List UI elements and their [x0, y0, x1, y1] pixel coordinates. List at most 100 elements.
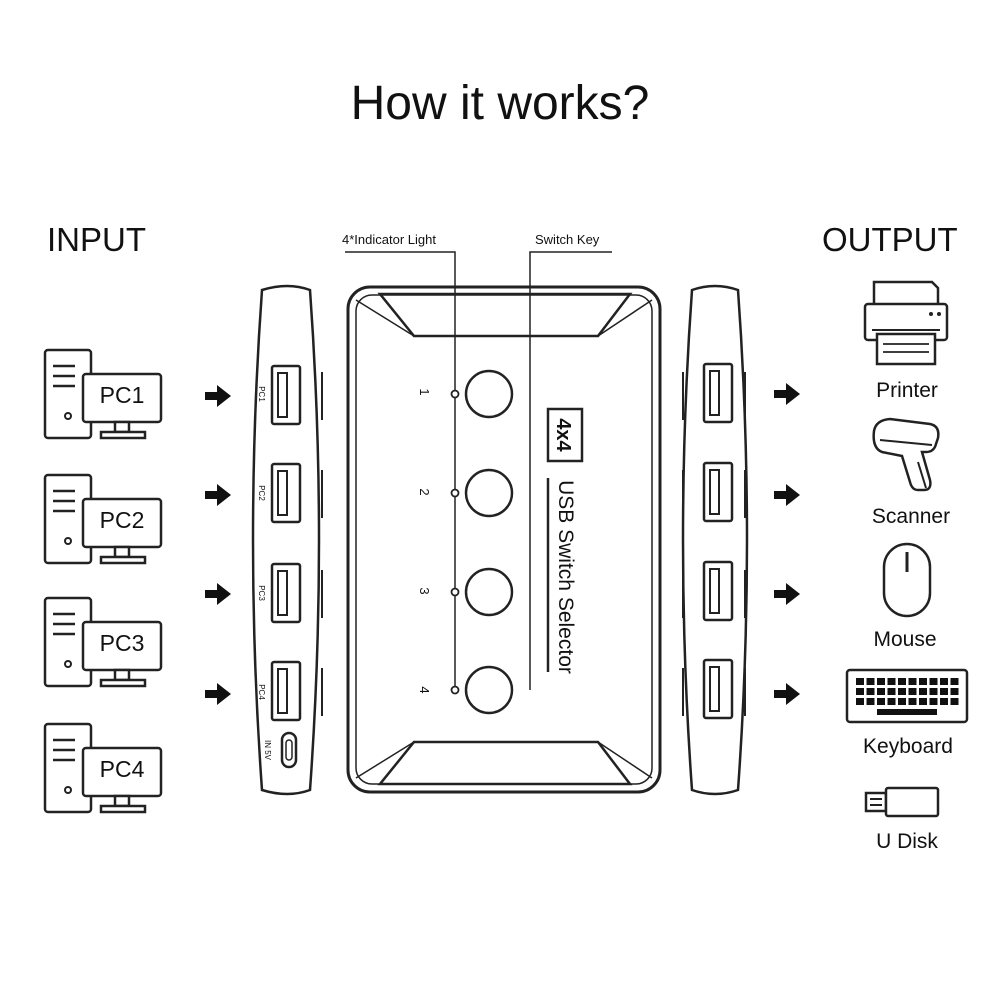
keyboard-key	[866, 698, 875, 705]
keyboard-key	[887, 688, 896, 695]
keyboard-key	[856, 688, 864, 695]
keyboard-key	[919, 678, 927, 685]
usb-port	[702, 362, 734, 424]
pc-item: PC2	[43, 473, 163, 565]
keyboard-key	[929, 678, 938, 685]
indicator-light-callout: 4*Indicator Light	[342, 232, 436, 247]
usb-port	[270, 562, 302, 624]
keyboard-key	[877, 698, 885, 705]
keyboard-spacebar	[877, 709, 937, 715]
pc-label: PC4	[100, 756, 145, 782]
keyboard-key	[940, 698, 948, 705]
device-mouse: Mouse	[873, 542, 937, 651]
power-port-label: IN 5V	[263, 740, 272, 761]
output-side-panel	[681, 284, 749, 796]
switch-selector-device: 4*Indicator Light Switch Key 1 2 3 4 4x4…	[342, 232, 662, 794]
keyboard-key	[950, 678, 959, 685]
keyboard-key	[950, 698, 959, 705]
arrow-right-icon	[774, 683, 800, 705]
channel-number: 1	[417, 388, 432, 395]
keyboard-key	[856, 678, 864, 685]
mouse-icon	[882, 542, 932, 618]
keyboard-key	[919, 698, 927, 705]
input-side-panel: PC1 PC2 PC3 PC4 IN 5V	[251, 284, 323, 796]
device-scanner: Scanner	[872, 417, 950, 528]
port-label: PC1	[257, 386, 266, 402]
channel-number: 2	[417, 488, 432, 495]
pc-list: PC1 PC2 PC3 PC4	[43, 348, 163, 814]
usb-port	[270, 660, 302, 722]
usb-port	[270, 462, 302, 524]
keyboard-key	[908, 688, 917, 695]
output-arrows	[774, 383, 800, 705]
indicator-light	[450, 587, 460, 597]
keyboard-key	[887, 698, 896, 705]
keyboard-key	[929, 688, 938, 695]
device-u-disk: U Disk	[864, 786, 940, 853]
scanner-icon	[872, 417, 940, 492]
indicator-callout-line	[345, 251, 456, 394]
device-printer: Printer	[863, 280, 949, 402]
keyboard-key	[940, 688, 948, 695]
usb-port	[702, 560, 734, 622]
input-arrows	[205, 385, 231, 705]
indicator-light	[450, 685, 460, 695]
keyboard-key	[898, 678, 906, 685]
channel-number: 3	[417, 587, 432, 594]
device-label: Mouse	[873, 628, 936, 651]
power-port	[280, 731, 298, 769]
port-label: PC4	[257, 684, 266, 700]
pc-item: PC4	[43, 722, 163, 814]
device-label: U Disk	[876, 830, 938, 853]
port-label: PC2	[257, 485, 266, 501]
usb-port	[702, 461, 734, 523]
keyboard-key	[898, 698, 906, 705]
port-label: PC3	[257, 585, 266, 601]
keyboard-icon	[845, 668, 969, 724]
usb-disk-icon	[864, 786, 940, 818]
keyboard-key	[908, 698, 917, 705]
indicator-light	[450, 389, 460, 399]
arrow-right-icon	[205, 583, 231, 605]
device-label: Keyboard	[863, 735, 953, 758]
pc-label: PC2	[100, 507, 145, 533]
pc-item: PC1	[43, 348, 163, 440]
device-keyboard: Keyboard	[845, 668, 969, 758]
keyboard-key	[908, 678, 917, 685]
switch-key-button	[464, 665, 514, 715]
pc-label: PC3	[100, 630, 145, 656]
usb-port	[702, 658, 734, 720]
printer-icon	[863, 280, 949, 366]
device-label: Printer	[876, 379, 938, 402]
pc-label: PC1	[100, 382, 145, 408]
keyboard-key	[877, 678, 885, 685]
keyboard-key	[929, 698, 938, 705]
switch-key-button	[464, 369, 514, 419]
arrow-right-icon	[774, 484, 800, 506]
keyboard-key	[856, 698, 864, 705]
pc-item: PC3	[43, 596, 163, 688]
model-badge: 4x4	[552, 418, 574, 452]
switch-key-callout: Switch Key	[535, 232, 600, 247]
device-label: Scanner	[872, 505, 950, 528]
usb-port	[270, 364, 302, 426]
model-badge-frame	[546, 407, 584, 463]
arrow-right-icon	[205, 683, 231, 705]
keyboard-key	[940, 678, 948, 685]
keyboard-key	[919, 688, 927, 695]
switch-key-button	[464, 468, 514, 518]
arrow-right-icon	[205, 484, 231, 506]
keyboard-key	[866, 678, 875, 685]
keyboard-key	[877, 688, 885, 695]
keyboard-key	[866, 688, 875, 695]
arrow-right-icon	[205, 385, 231, 407]
keyboard-key	[950, 688, 959, 695]
arrow-right-icon	[774, 383, 800, 405]
indicator-light	[450, 488, 460, 498]
input-heading: INPUT	[47, 221, 146, 258]
switch-key-callout-line	[529, 251, 612, 394]
product-name: USB Switch Selector	[554, 480, 577, 674]
page-title: How it works?	[351, 77, 650, 130]
output-devices: Printer Scanner Mouse Keyboard	[845, 280, 969, 853]
